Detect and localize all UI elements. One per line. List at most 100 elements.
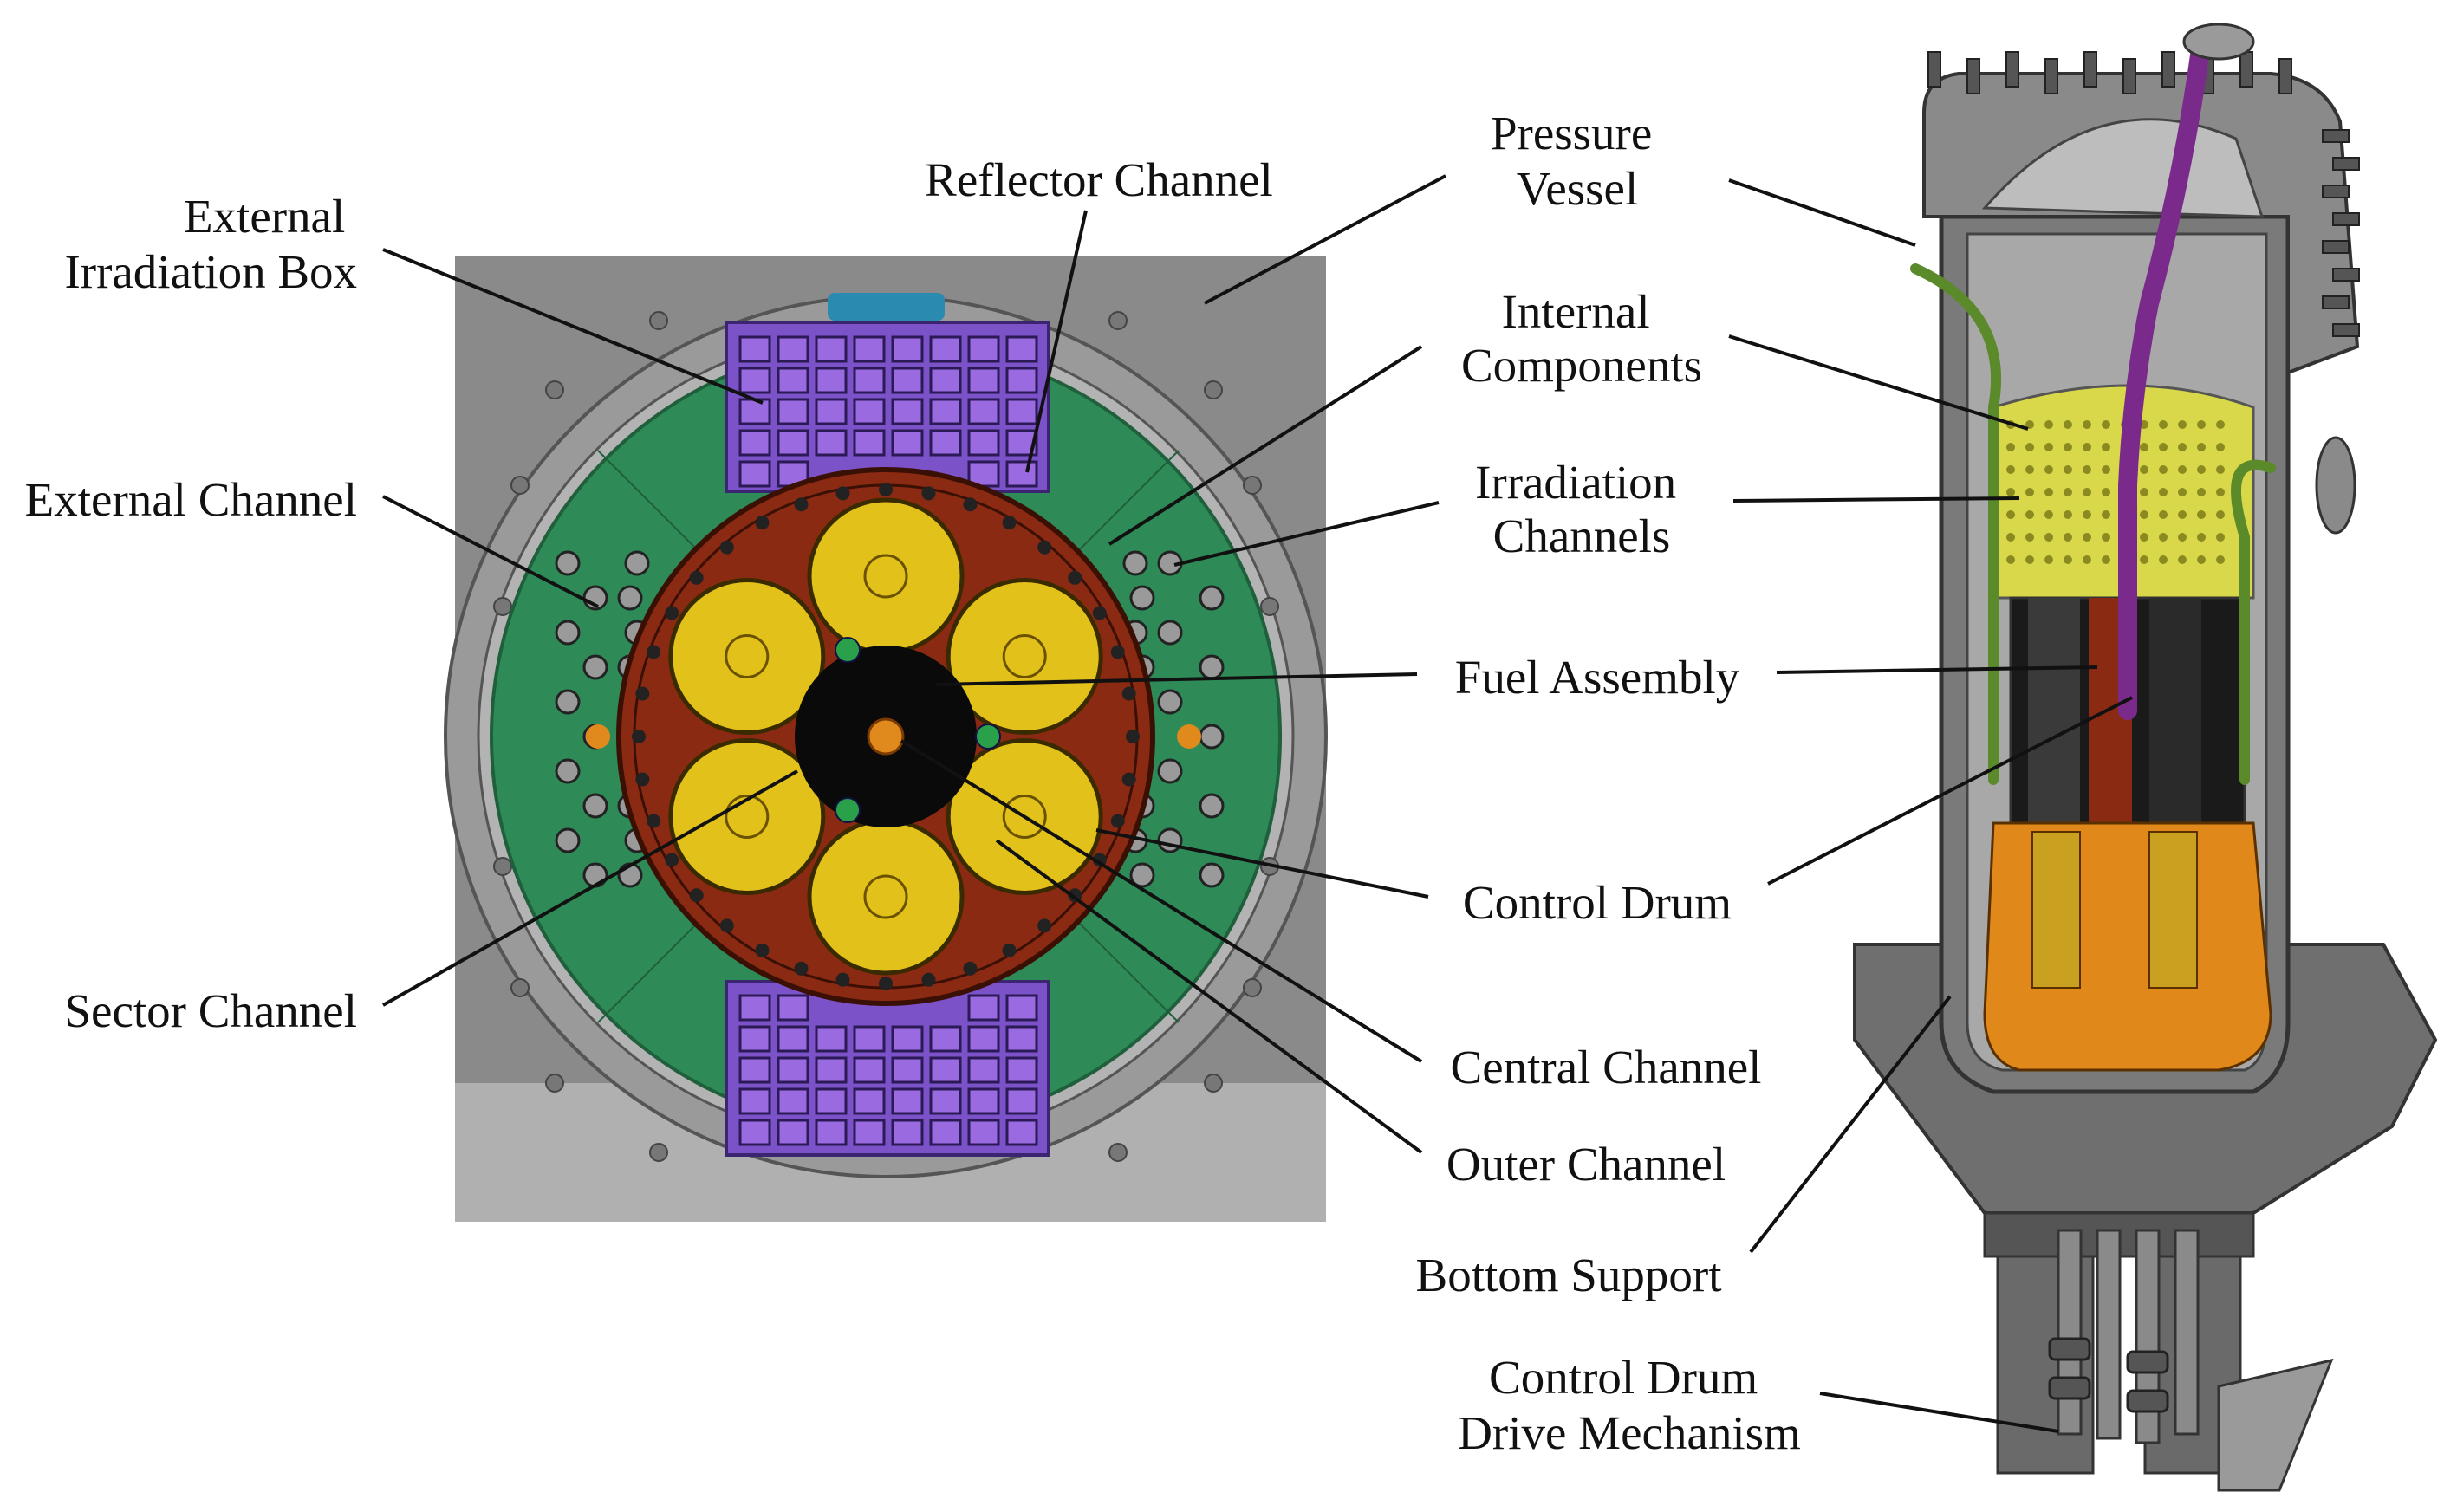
irradiation-box-cell xyxy=(1005,1056,1038,1084)
perforation xyxy=(2025,420,2034,429)
perforation xyxy=(2216,443,2225,451)
label-reflector-channel: Reflector Channel xyxy=(925,153,1273,206)
drive-mechanism-couplings xyxy=(2048,1337,2169,1413)
irradiation-box-cell xyxy=(738,429,771,457)
perforation xyxy=(2216,465,2225,474)
irradiation-box-cell xyxy=(891,1025,924,1053)
irradiation-hole xyxy=(1199,793,1225,819)
perforation xyxy=(2102,465,2110,474)
perforation xyxy=(2216,510,2225,519)
side-marker-right xyxy=(1177,724,1201,749)
perforation xyxy=(2178,465,2187,474)
control-rod-1 xyxy=(835,637,861,663)
perforation xyxy=(2102,555,2110,564)
perforation xyxy=(2064,420,2072,429)
perforation xyxy=(2083,555,2091,564)
perforation xyxy=(2178,510,2187,519)
perforation xyxy=(2159,488,2168,496)
leader-pressure-vessel-left xyxy=(1204,174,1446,305)
irradiation-hole xyxy=(624,550,650,576)
leader-external-channel xyxy=(382,495,599,608)
irradiation-box-cell xyxy=(967,398,1000,425)
perforation xyxy=(2064,488,2072,496)
leader-control-drum-left xyxy=(1095,828,1429,899)
irradiation-box-cell xyxy=(929,367,962,394)
perforation xyxy=(2006,443,2015,451)
perforation xyxy=(2044,420,2053,429)
control-rod-3 xyxy=(835,797,861,823)
core-pin xyxy=(635,686,650,701)
head-bolt xyxy=(2278,58,2292,94)
label-sector-channel: Sector Channel xyxy=(64,984,357,1037)
perforation xyxy=(2083,443,2091,451)
irradiation-box-cell xyxy=(1005,335,1038,363)
perforation xyxy=(2178,420,2187,429)
core-pin xyxy=(632,730,646,743)
core-pin xyxy=(1068,570,1082,585)
irradiation-box-cell xyxy=(967,1087,1000,1115)
core-pin xyxy=(1002,516,1017,530)
irradiation-box-cell xyxy=(815,1119,848,1146)
core-pin xyxy=(647,645,661,659)
side-nozzle xyxy=(2315,436,2356,535)
irradiation-box-cell xyxy=(929,1025,962,1053)
leader-internal-components-right xyxy=(1728,334,2029,431)
perforation xyxy=(2140,443,2148,451)
head-bolt xyxy=(2161,51,2175,88)
irradiation-hole xyxy=(582,793,608,819)
irradiation-box-cell xyxy=(1005,398,1038,425)
perforation xyxy=(2064,510,2072,519)
control-drum xyxy=(807,818,965,976)
core-pin xyxy=(665,606,679,620)
irradiation-box-cell xyxy=(891,429,924,457)
perforation xyxy=(2178,533,2187,542)
irradiation-box-cell xyxy=(929,335,962,363)
irradiation-box-cell xyxy=(967,335,1000,363)
core-pin xyxy=(689,888,704,903)
irradiation-box-cell xyxy=(967,994,1000,1022)
core-pin xyxy=(1121,686,1136,701)
flange-bolt xyxy=(2322,240,2350,254)
irradiation-hole xyxy=(555,620,581,646)
irradiation-box-cell xyxy=(967,1119,1000,1146)
perforation xyxy=(2197,488,2206,496)
perforation xyxy=(2064,533,2072,542)
irradiation-hole xyxy=(582,654,608,680)
irradiation-box-cell xyxy=(815,1056,848,1084)
perforation xyxy=(2197,420,2206,429)
core-pin xyxy=(689,570,704,585)
irradiation-box-cell xyxy=(1005,429,1038,457)
perforation xyxy=(2064,555,2072,564)
head-bolt xyxy=(2122,58,2136,94)
irradiation-box-cell xyxy=(891,1056,924,1084)
perforation xyxy=(2025,533,2034,542)
leader-external-irradiation-box xyxy=(382,248,764,405)
control-drum-hub xyxy=(1002,795,1047,839)
irradiation-box-cell xyxy=(777,994,809,1022)
irradiation-box-cell xyxy=(777,335,809,363)
irradiation-box-cell xyxy=(853,429,886,457)
irradiation-hole xyxy=(1199,585,1225,611)
perforation xyxy=(2140,533,2148,542)
core-pin xyxy=(1110,814,1125,828)
core-pin xyxy=(1037,918,1052,933)
perforation xyxy=(2197,533,2206,542)
irradiation-box-cell xyxy=(738,994,771,1022)
perforation xyxy=(2102,510,2110,519)
irradiation-box-cell xyxy=(967,367,1000,394)
irradiation-box-cell xyxy=(777,1025,809,1053)
irradiation-hole xyxy=(1157,689,1183,715)
irradiation-hole xyxy=(555,550,581,576)
irradiation-box-cell xyxy=(1005,367,1038,394)
core-pin xyxy=(921,972,936,987)
label-pressure-vessel: Pressure Vessel xyxy=(1491,107,1664,215)
perforation xyxy=(2083,465,2091,474)
core-pin xyxy=(755,516,770,530)
irradiation-hole xyxy=(617,585,643,611)
irradiation-box-cell xyxy=(853,398,886,425)
irradiation-box-cell xyxy=(738,1087,771,1115)
core-pin xyxy=(835,486,850,501)
core-pin xyxy=(1002,943,1017,957)
irradiation-box-cell xyxy=(815,429,848,457)
label-control-drum-drive-mechanism: Control Drum Drive Mechanism xyxy=(1458,1351,1801,1459)
